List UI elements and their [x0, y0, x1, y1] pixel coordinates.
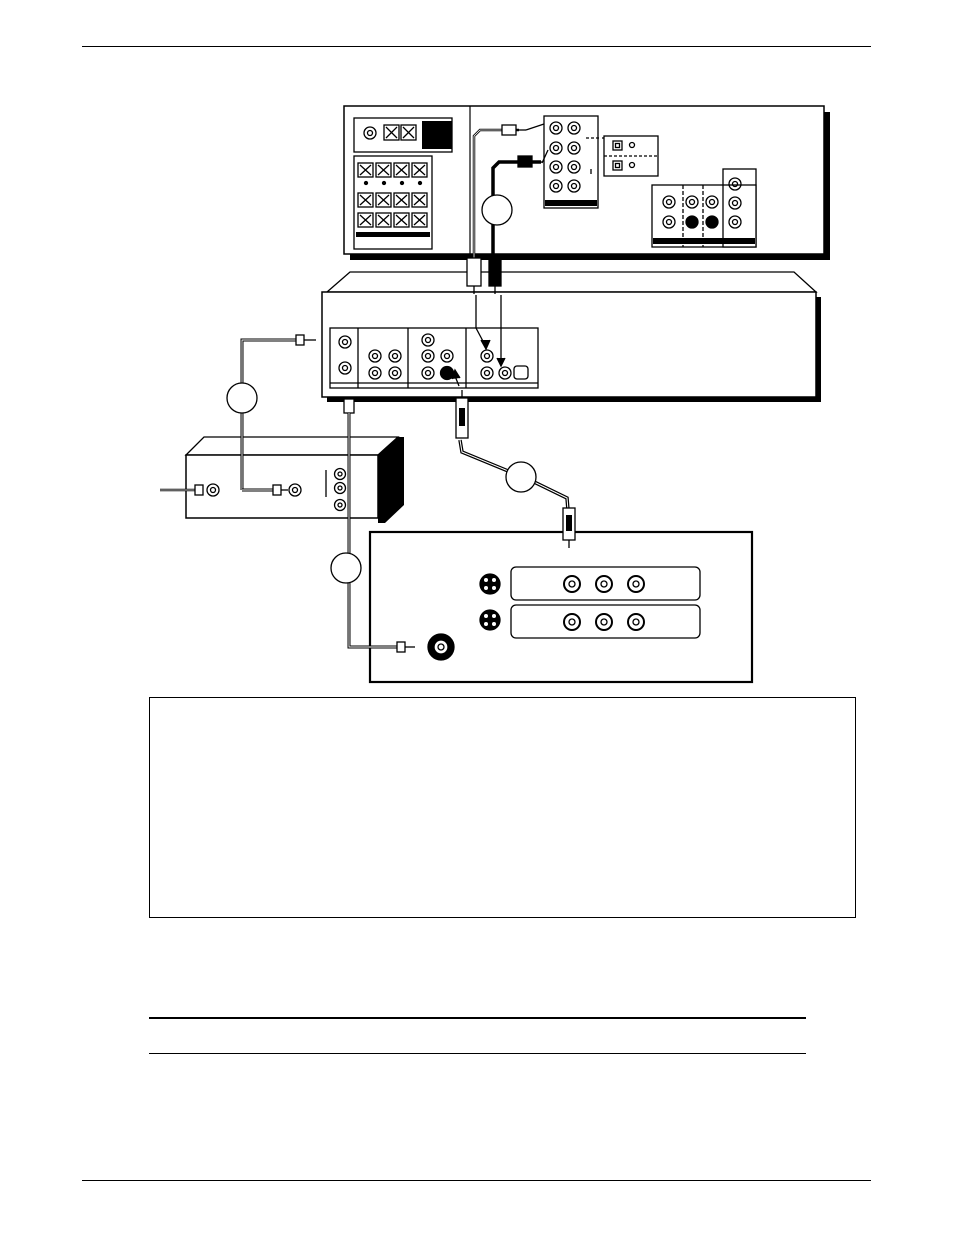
speaker-terminals: [353, 117, 453, 250]
connection-diagram: [160, 105, 830, 684]
television: [368, 530, 754, 684]
coax-vcr-to-dvd: [160, 334, 316, 496]
section-rule-top: [149, 1017, 806, 1019]
dvd-player: [321, 271, 821, 402]
receiver-optical-jacks: [603, 135, 659, 177]
coax-dvd-to-tv: [343, 398, 415, 653]
callout-circles: [226, 194, 537, 584]
header-rule: [82, 46, 871, 47]
receiver-video-jacks: [651, 168, 757, 248]
section-rule-bottom: [149, 1053, 806, 1054]
footer-rule: [82, 1180, 871, 1181]
receiver-av-jacks: [469, 106, 608, 254]
audio-receiver: [343, 105, 830, 260]
note-box: [149, 697, 856, 918]
vcr: [184, 436, 404, 523]
